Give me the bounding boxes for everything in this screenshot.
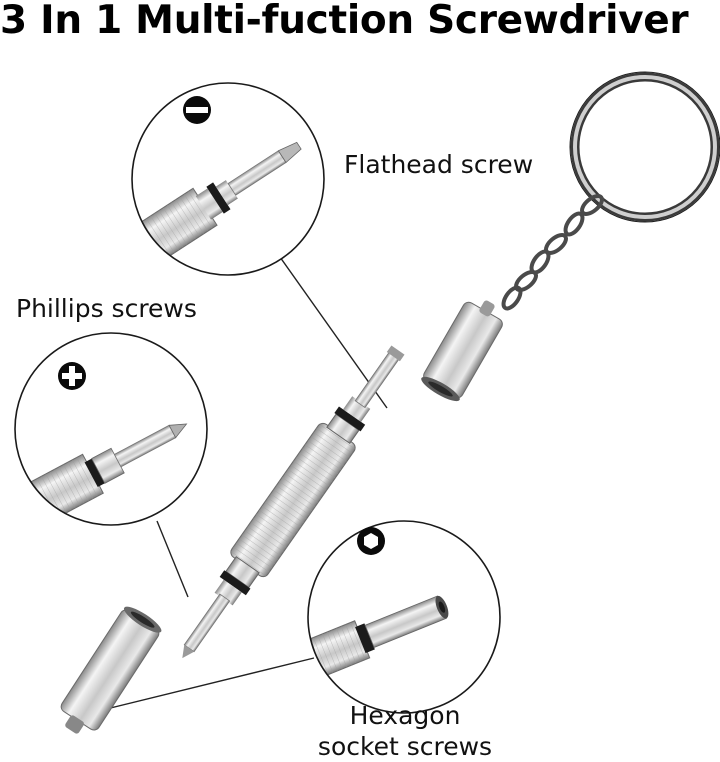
flathead-callout [131, 82, 325, 276]
phillips-cross-icon [58, 362, 86, 390]
flathead-slot-icon [183, 96, 211, 124]
phillips-callout [14, 332, 208, 526]
hexagon-label-line1: Hexagon [349, 701, 461, 730]
screwdriver-body [182, 345, 405, 659]
keychain-cap [421, 300, 503, 402]
hexagon-label: Hexagon socket screws [300, 700, 510, 762]
hexagon-socket-icon [357, 527, 385, 555]
page-title: 3 In 1 Multi-fuction Screwdriver [0, 0, 689, 43]
key-chain [501, 194, 604, 311]
hexagon-label-line2: socket screws [317, 732, 493, 761]
flathead-label: Flathead screw [344, 150, 534, 179]
detached-cap [60, 606, 162, 734]
phillips-label: Phillips screws [16, 294, 197, 323]
key-ring [569, 71, 720, 223]
hexagon-callout [307, 520, 501, 714]
